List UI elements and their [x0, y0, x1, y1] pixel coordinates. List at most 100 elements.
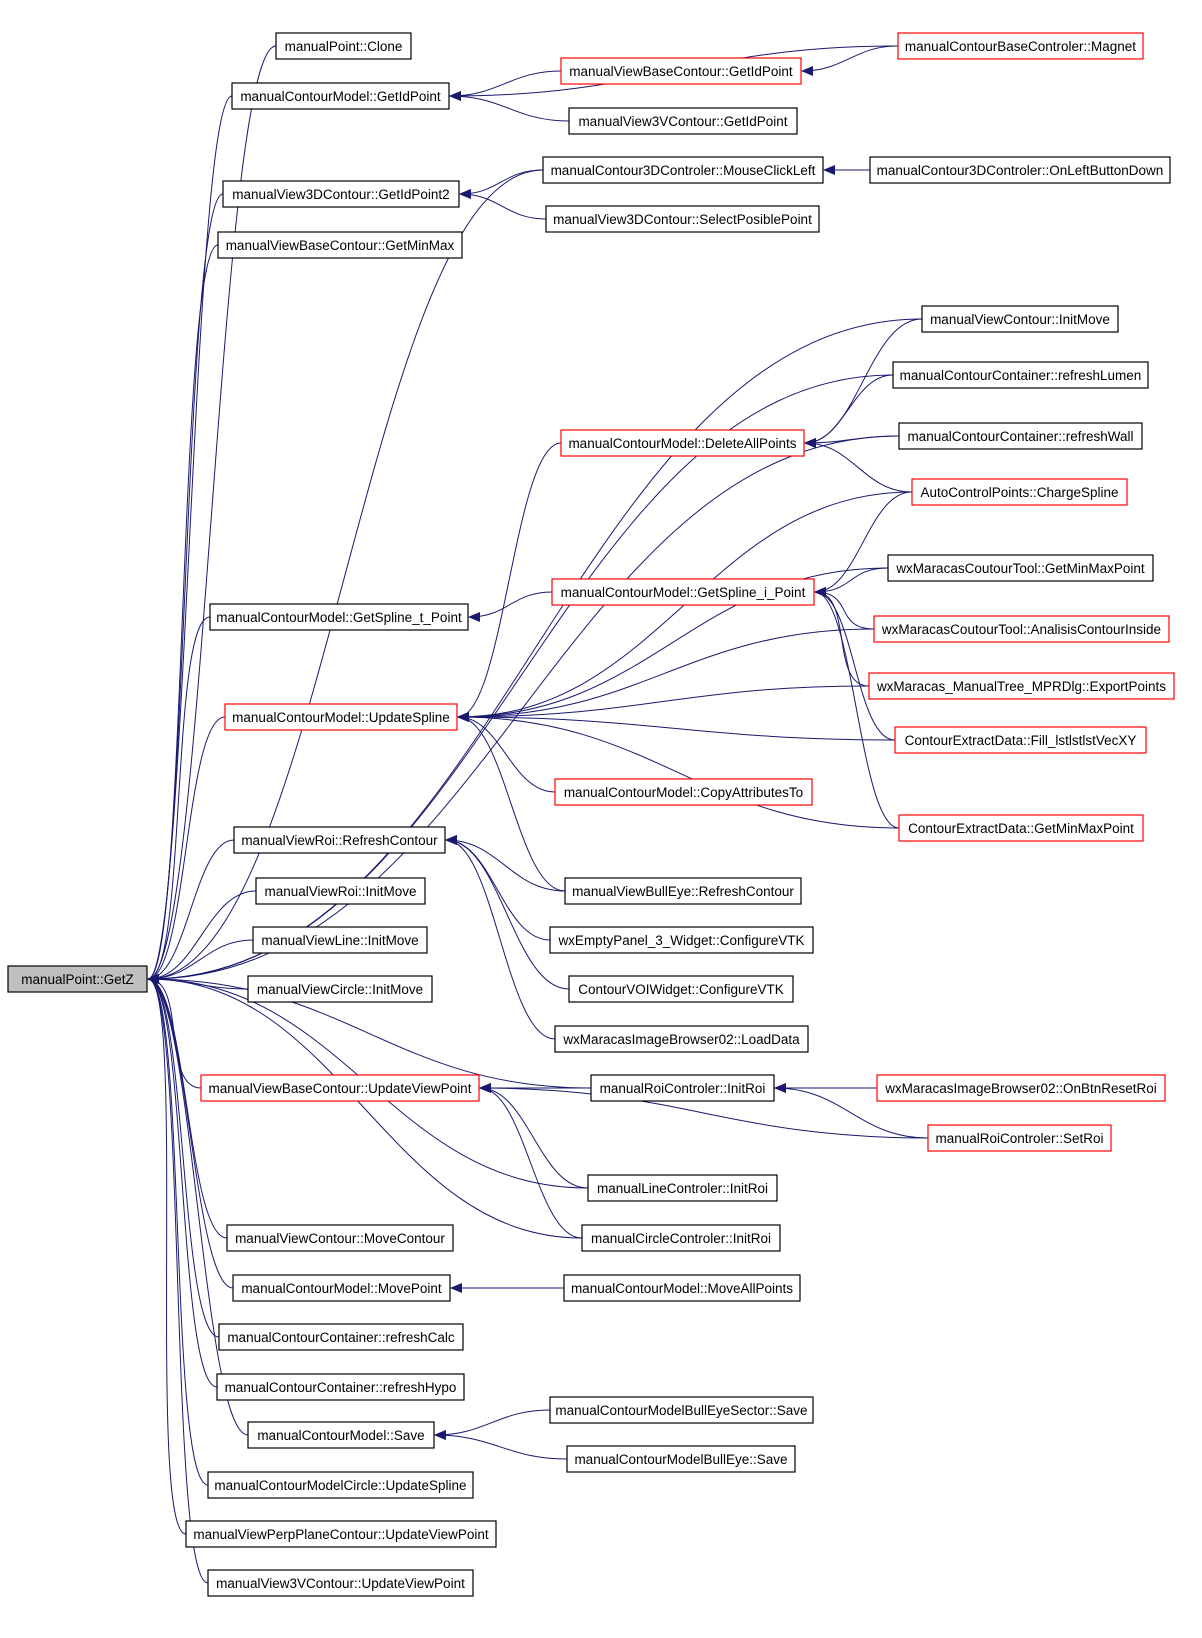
- edge-v3v_updateviewpoint-to-getz: [147, 974, 209, 1584]
- node-perp_updateviewpoint[interactable]: manualViewPerpPlaneContour::UpdateViewPo…: [185, 1520, 497, 1548]
- node-bulleye_refresh[interactable]: manualViewBullEye::RefreshContour: [564, 877, 802, 905]
- node-vbc_getidpoint[interactable]: manualViewBaseContour::GetIdPoint: [560, 57, 802, 85]
- node-setroi[interactable]: manualRoiControler::SetRoi: [927, 1124, 1112, 1152]
- node-getidpoint[interactable]: manualContourModel::GetIdPoint: [231, 82, 450, 110]
- node-box-vbc_getidpoint: [560, 57, 802, 85]
- edge-v3v_getidpoint-to-getidpoint: [449, 91, 570, 122]
- node-moveallpoints[interactable]: manualContourModel::MoveAllPoints: [563, 1274, 801, 1302]
- node-copyattributes[interactable]: manualContourModel::CopyAttributesTo: [554, 778, 813, 806]
- node-analisis[interactable]: wxMaracasCoutourTool::AnalisisContourIns…: [873, 615, 1170, 643]
- edge-line_initmove-to-getz: [147, 939, 254, 984]
- node-updatespline[interactable]: manualContourModel::UpdateSpline: [224, 703, 458, 731]
- node-label-chargespline: AutoControlPoints::ChargeSpline: [920, 485, 1118, 500]
- edge-line_initroi-to-updateviewpoint: [479, 1083, 589, 1189]
- node-refreshhypo[interactable]: manualContourContainer::refreshHypo: [216, 1373, 465, 1401]
- node-box-refreshcalc: [218, 1323, 464, 1351]
- node-updateviewpoint[interactable]: manualViewBaseContour::UpdateViewPoint: [200, 1074, 480, 1102]
- node-contourvoi[interactable]: ContourVOIWidget::ConfigureVTK: [568, 975, 794, 1003]
- node-label-movepoint: manualContourModel::MovePoint: [241, 1281, 442, 1296]
- edge-getminmax-to-getz: [147, 244, 219, 984]
- node-circle_initroi[interactable]: manualCircleControler::InitRoi: [581, 1224, 781, 1252]
- edge-contourvoi-to-roi_refresh: [445, 835, 570, 990]
- edge-layer: [147, 45, 929, 1584]
- node-sector_save[interactable]: manualContourModelBullEyeSector::Save: [549, 1396, 814, 1424]
- node-refreshlumen[interactable]: manualContourContainer::refreshLumen: [892, 361, 1149, 389]
- node-circle_initmove[interactable]: manualViewCircle::InitMove: [247, 975, 433, 1003]
- node-label-refreshlumen: manualContourContainer::refreshLumen: [900, 368, 1142, 383]
- node-label-movecontour: manualViewContour::MoveContour: [235, 1231, 445, 1246]
- edge-wx_getminmaxpoint-to-getspline_i: [814, 567, 889, 597]
- node-label-roi_refresh: manualViewRoi::RefreshContour: [241, 833, 438, 848]
- node-box-onbtnresetroi: [876, 1074, 1166, 1102]
- node-line_initroi[interactable]: manualLineControler::InitRoi: [587, 1174, 778, 1202]
- node-label-refreshcalc: manualContourContainer::refreshCalc: [227, 1330, 455, 1345]
- edge-refreshhypo-to-getz: [147, 974, 218, 1388]
- node-v3v_updateviewpoint[interactable]: manualView3VContour::UpdateViewPoint: [207, 1569, 474, 1597]
- node-label-vc_initmove: manualViewContour::InitMove: [930, 312, 1110, 327]
- node-refreshcalc[interactable]: manualContourContainer::refreshCalc: [218, 1323, 464, 1351]
- node-clone[interactable]: manualPoint::Clone: [275, 32, 412, 60]
- node-chargespline[interactable]: AutoControlPoints::ChargeSpline: [911, 478, 1128, 506]
- node-box-save: [247, 1421, 435, 1449]
- edge-setroi-to-roi_initroi: [774, 1083, 929, 1139]
- edge-refreshcalc-to-getz: [147, 974, 220, 1338]
- node-label-magnet: manualContourBaseControler::Magnet: [905, 39, 1136, 54]
- node-box-getspline_t: [209, 603, 469, 631]
- node-getidpoint2[interactable]: manualView3DContour::GetIdPoint2: [222, 180, 460, 208]
- node-label-circle_updatespline: manualContourModelCircle::UpdateSpline: [214, 1478, 466, 1493]
- node-layer: manualPoint::GetZmanualPoint::Clonemanua…: [7, 32, 1175, 1597]
- node-selectposiblepoint[interactable]: manualView3DContour::SelectPosiblePoint: [545, 205, 820, 233]
- node-save[interactable]: manualContourModel::Save: [247, 1421, 435, 1449]
- node-ced_getminmaxpoint[interactable]: ContourExtractData::GetMinMaxPoint: [898, 814, 1144, 842]
- node-onleftbuttondown[interactable]: manualContour3DControler::OnLeftButtonDo…: [869, 156, 1171, 184]
- edge-roi_initroi-to-getz: [147, 974, 592, 1089]
- node-deleteallpoints[interactable]: manualContourModel::DeleteAllPoints: [560, 429, 805, 457]
- node-label-getz: manualPoint::GetZ: [21, 972, 134, 987]
- node-circle_updatespline[interactable]: manualContourModelCircle::UpdateSpline: [207, 1471, 474, 1499]
- node-movepoint[interactable]: manualContourModel::MovePoint: [232, 1274, 451, 1302]
- node-v3v_getidpoint[interactable]: manualView3VContour::GetIdPoint: [568, 107, 798, 135]
- node-magnet[interactable]: manualContourBaseControler::Magnet: [897, 32, 1144, 60]
- edge-refreshlumen-to-deleteallpoints: [804, 374, 894, 448]
- node-getspline_t[interactable]: manualContourModel::GetSpline_t_Point: [209, 603, 469, 631]
- node-vc_initmove[interactable]: manualViewContour::InitMove: [921, 305, 1119, 333]
- node-label-roi_initroi: manualRoiControler::InitRoi: [600, 1081, 766, 1096]
- edge-refreshwall-to-deleteallpoints: [804, 435, 900, 448]
- node-fill_lst[interactable]: ContourExtractData::Fill_lstlstlstVecXY: [894, 726, 1147, 754]
- node-label-contourvoi: ContourVOIWidget::ConfigureVTK: [578, 982, 784, 997]
- node-box-updateviewpoint: [200, 1074, 480, 1102]
- node-box-refreshlumen: [892, 361, 1149, 389]
- edge-deleteallpoints-to-updatespline: [457, 442, 562, 722]
- node-getminmax[interactable]: manualViewBaseContour::GetMinMax: [217, 231, 463, 259]
- node-roi_initroi[interactable]: manualRoiControler::InitRoi: [590, 1074, 775, 1102]
- node-box-setroi: [927, 1124, 1112, 1152]
- node-label-sector_save: manualContourModelBullEyeSector::Save: [555, 1403, 807, 1418]
- node-label-save: manualContourModel::Save: [257, 1428, 424, 1443]
- node-getspline_i[interactable]: manualContourModel::GetSpline_i_Point: [551, 578, 815, 606]
- edge-analisis-to-updatespline: [457, 628, 875, 722]
- edge-movecontour-to-getz: [147, 974, 228, 1239]
- edge-mouseclickleft-to-getz: [147, 169, 544, 984]
- node-box-getidpoint2: [222, 180, 460, 208]
- node-label-getidpoint: manualContourModel::GetIdPoint: [240, 89, 441, 104]
- node-box-fill_lst: [894, 726, 1147, 754]
- node-wx_getminmaxpoint[interactable]: wxMaracasCoutourTool::GetMinMaxPoint: [887, 554, 1154, 582]
- node-box-contourvoi: [568, 975, 794, 1003]
- node-label-getminmax: manualViewBaseContour::GetMinMax: [226, 238, 455, 253]
- node-loaddata[interactable]: wxMaracasImageBrowser02::LoadData: [554, 1025, 809, 1053]
- node-roi_initmove[interactable]: manualViewRoi::InitMove: [255, 877, 426, 905]
- node-movecontour[interactable]: manualViewContour::MoveContour: [226, 1224, 454, 1252]
- node-exportpoints[interactable]: wxMaracas_ManualTree_MPRDlg::ExportPoint…: [868, 672, 1175, 700]
- node-onbtnresetroi[interactable]: wxMaracasImageBrowser02::OnBtnResetRoi: [876, 1074, 1166, 1102]
- node-refreshwall[interactable]: manualContourContainer::refreshWall: [898, 422, 1143, 450]
- node-mouseclickleft[interactable]: manualContour3DControler::MouseClickLeft: [542, 156, 824, 184]
- node-label-clone: manualPoint::Clone: [285, 39, 403, 54]
- node-wxempty[interactable]: wxEmptyPanel_3_Widget::ConfigureVTK: [549, 926, 814, 954]
- node-getz[interactable]: manualPoint::GetZ: [7, 965, 148, 993]
- edge-getspline_t-to-getz: [147, 616, 211, 984]
- node-box-roi_initmove: [255, 877, 426, 905]
- node-line_initmove[interactable]: manualViewLine::InitMove: [252, 926, 428, 954]
- node-roi_refresh[interactable]: manualViewRoi::RefreshContour: [233, 826, 446, 854]
- node-bulleye_save[interactable]: manualContourModelBullEye::Save: [566, 1445, 796, 1473]
